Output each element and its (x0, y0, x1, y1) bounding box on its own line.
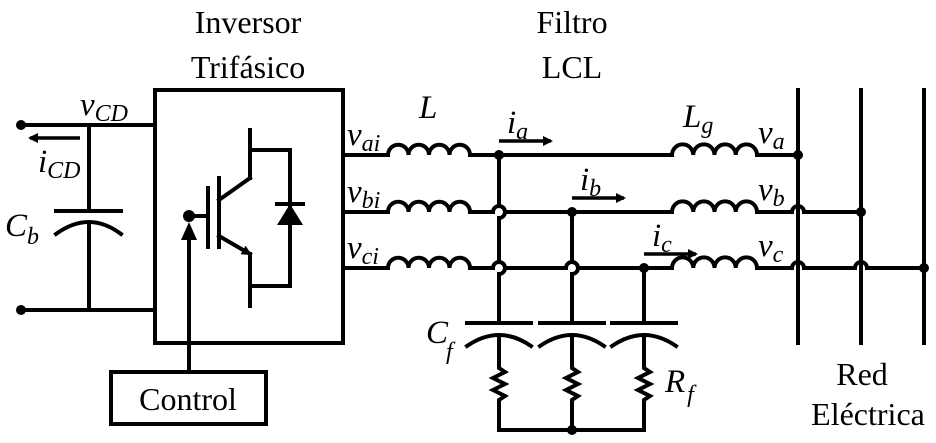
igbt-switch-icon (183, 128, 292, 308)
dc-current-label: iCD (38, 144, 81, 184)
current-b-label: ib (580, 162, 601, 202)
inverter-output-b-label: vbi (347, 174, 380, 214)
inverter-output-c-label: vci (347, 230, 379, 270)
dc-capacitor-label: Cb (5, 208, 39, 250)
inductor-Lg-a-icon (669, 142, 760, 158)
resistor-Rf-a-icon (488, 333, 510, 432)
damping-resistor-label: Rf (664, 364, 697, 408)
dc-link (16, 120, 157, 315)
freewheel-diode-icon (275, 148, 305, 288)
grid-voltage-c-label: vc (758, 228, 784, 268)
phase-c-grid-wire (755, 260, 926, 270)
inductor-L-b-icon (385, 199, 473, 215)
inductor-L-a-icon (385, 142, 473, 158)
inverter-title-line1: Inversor (195, 4, 302, 40)
grid-voltage-a-label: va (758, 115, 785, 155)
inverter-output-a-label: vai (347, 117, 380, 157)
inverter-title-line2: Trifásico (191, 49, 305, 85)
inductor-Lg-c-icon (669, 255, 760, 271)
grid-title-line2: Eléctrica (811, 396, 925, 432)
shunt-branch-a-lead (497, 153, 507, 325)
filter-neutral-node (567, 425, 577, 435)
inverter-inductor-label: L (418, 90, 437, 126)
control-signal-arrow-icon (181, 222, 197, 240)
control-label: Control (139, 381, 237, 417)
current-c-label: ic (652, 218, 672, 258)
phase-b-filter-wire (468, 204, 674, 214)
filter-title-line2: LCL (542, 49, 602, 85)
phase-c-filter-wire (468, 260, 674, 270)
grid-inductor-label: Lg (682, 99, 713, 139)
inductor-Lg-b-icon (669, 199, 760, 215)
resistor-Rf-c-icon (633, 333, 655, 432)
grid-title-line1: Red (836, 356, 888, 392)
inverter-block (153, 88, 345, 345)
current-a-label: ia (507, 105, 528, 145)
resistor-Rf-b-icon (561, 333, 583, 432)
filter-title-line1: Filtro (536, 4, 607, 40)
grid-voltage-b-label: vb (758, 172, 785, 212)
dc-voltage-label: vCD (80, 87, 128, 127)
inductor-L-c-icon (385, 255, 473, 271)
